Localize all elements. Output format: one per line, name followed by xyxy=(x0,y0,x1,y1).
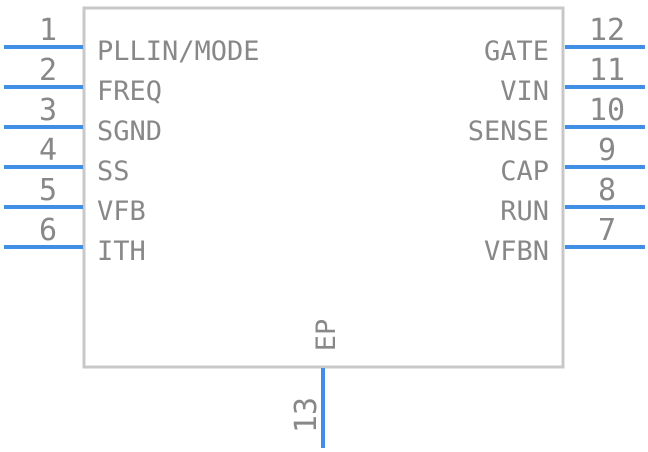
pin-9-name: CAP xyxy=(500,156,549,187)
pin-13-name: EP xyxy=(311,319,342,352)
pin-3-number: 3 xyxy=(39,93,57,128)
pin-4-name: SS xyxy=(97,156,130,187)
pin-11-number: 11 xyxy=(589,53,625,88)
pin-9-number: 9 xyxy=(598,133,616,168)
pin-6-number: 6 xyxy=(39,213,57,248)
pin-10-number: 10 xyxy=(589,93,625,128)
pin-7-number: 7 xyxy=(598,213,616,248)
pin-12-number: 12 xyxy=(589,13,625,48)
pin-6-name: ITH xyxy=(97,236,146,267)
pin-2-number: 2 xyxy=(39,53,57,88)
pin-7-name: VFBN xyxy=(484,236,549,267)
pin-2-name: FREQ xyxy=(97,76,162,107)
pin-1-number: 1 xyxy=(39,13,57,48)
pin-4-number: 4 xyxy=(39,133,57,168)
pin-13-number: 13 xyxy=(289,397,324,433)
pin-12-name: GATE xyxy=(484,36,549,67)
pin-3-name: SGND xyxy=(97,116,162,147)
bottom-pin: 13 EP xyxy=(289,319,342,448)
pin-8-number: 8 xyxy=(598,173,616,208)
pin-10-name: SENSE xyxy=(468,116,549,147)
pin-11-name: VIN xyxy=(500,76,549,107)
pin-5-name: VFB xyxy=(97,196,146,227)
pin-8-name: RUN xyxy=(500,196,549,227)
ic-body xyxy=(82,6,565,369)
pin-5-number: 5 xyxy=(39,173,57,208)
pin-1-name: PLLIN/MODE xyxy=(97,36,260,67)
